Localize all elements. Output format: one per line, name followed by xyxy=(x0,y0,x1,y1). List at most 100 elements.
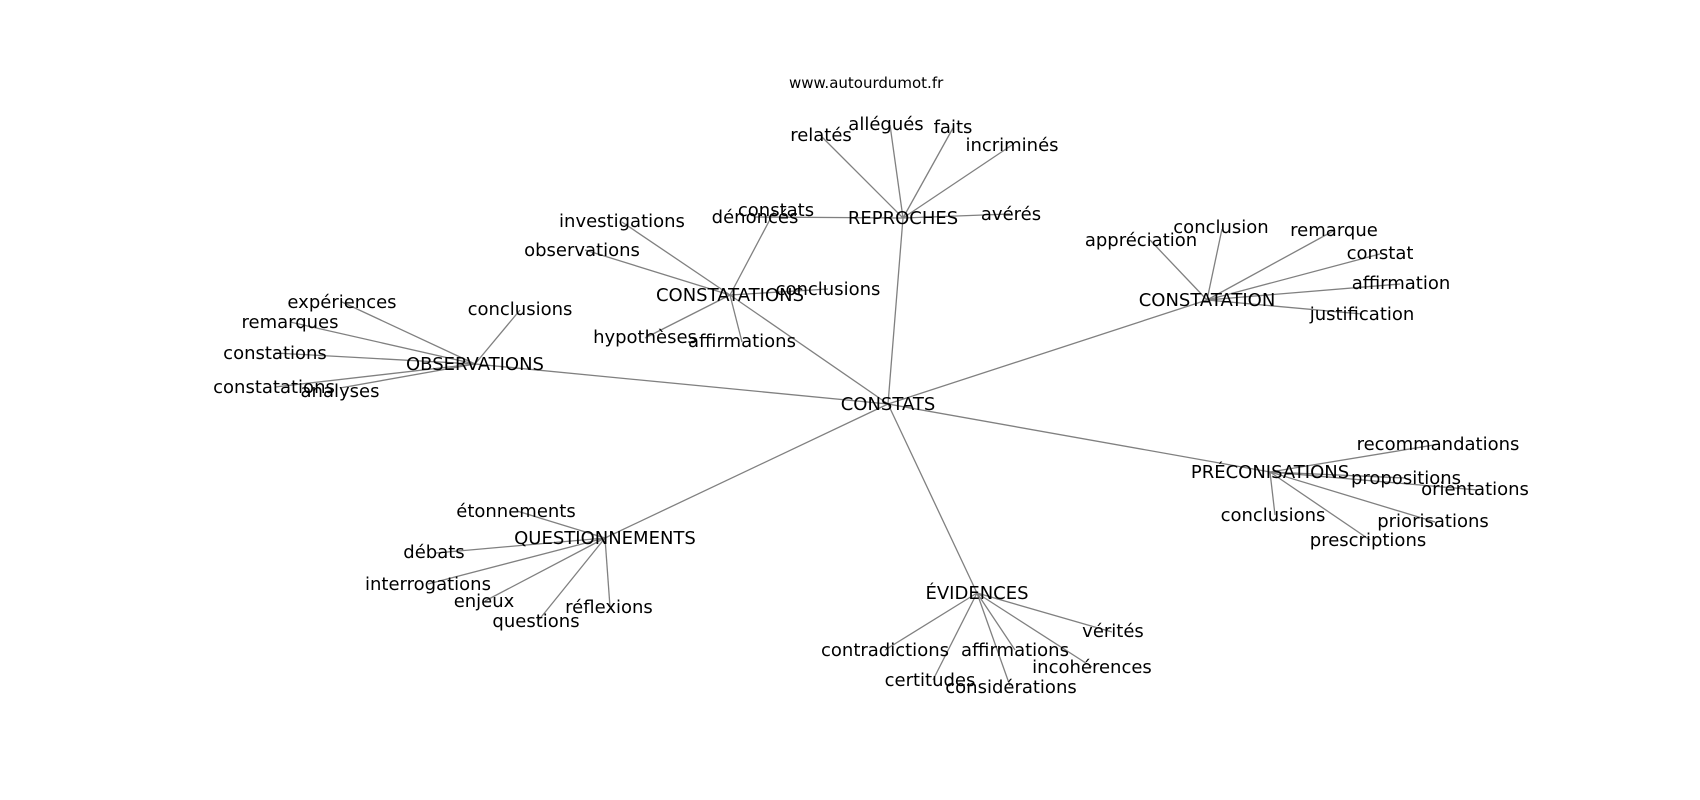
node-conclusions-preconisations: conclusions xyxy=(1221,505,1326,526)
edge-reproches-denonces xyxy=(754,216,904,219)
edge-questionnements-enjeux xyxy=(484,537,606,602)
edge-observations-experiences xyxy=(341,301,476,365)
node-conclusions-constatations: conclusions xyxy=(776,279,881,300)
edge-constats-preconisations xyxy=(887,403,1271,473)
node-contradictions: contradictions xyxy=(821,640,949,661)
node-evidences: ÉVIDENCES xyxy=(925,582,1028,604)
node-constats-leaf: constats xyxy=(738,200,814,221)
edge-evidences-affirmations xyxy=(976,592,1016,651)
node-reflexions: réflexions xyxy=(565,597,653,618)
node-justification: justification xyxy=(1309,304,1415,325)
edge-constats-evidences xyxy=(887,403,978,594)
node-analyses: analyses xyxy=(301,381,380,402)
node-etonnements: étonnements xyxy=(456,501,576,522)
node-recommandations: recommandations xyxy=(1357,434,1520,455)
edge-constats-reproches xyxy=(887,217,904,405)
node-affirmations-evidences: affirmations xyxy=(961,640,1069,661)
node-denonces: dénoncés xyxy=(712,207,799,228)
edge-constatations-constats xyxy=(729,209,776,296)
edge-reproches-allegues xyxy=(889,124,904,219)
node-appreciation: appréciation xyxy=(1085,230,1197,251)
edge-constats-constatations xyxy=(729,294,889,405)
node-incrimines: incriminés xyxy=(965,135,1058,156)
node-constatations: CONSTATATIONS xyxy=(656,285,804,306)
edge-constatation-appreciation xyxy=(1149,239,1208,301)
node-conclusions-observations: conclusions xyxy=(468,299,573,320)
node-considerations: considérations xyxy=(945,677,1076,698)
node-faits: faits xyxy=(934,117,973,138)
edge-questionnements-reflexions xyxy=(604,537,611,608)
edge-observations-remarques xyxy=(289,321,476,365)
node-hypotheses: hypothèses xyxy=(593,327,697,348)
node-remarques: remarques xyxy=(241,312,338,333)
node-priorisations: priorisations xyxy=(1377,511,1489,532)
node-preconisations: PRÉCONISATIONS xyxy=(1191,461,1349,483)
edge-observations-constations xyxy=(274,352,476,365)
node-questionnements: QUESTIONNEMENTS xyxy=(514,528,696,549)
node-enjeux: enjeux xyxy=(454,591,515,612)
edge-preconisations-priorisations xyxy=(1269,471,1436,523)
node-relates: relatés xyxy=(790,125,852,146)
edge-questionnements-debats xyxy=(435,537,606,554)
node-experiences: expériences xyxy=(287,292,396,313)
edge-evidences-certitudes xyxy=(932,592,978,681)
node-certitudes: certitudes xyxy=(885,670,976,691)
node-constations: constations xyxy=(223,343,327,364)
edge-constatation-conclusion xyxy=(1206,228,1223,301)
node-questions: questions xyxy=(492,611,579,632)
edge-reproches-faits xyxy=(902,127,954,219)
node-conclusion: conclusion xyxy=(1173,217,1268,238)
edge-observations-constatations xyxy=(274,363,476,388)
edge-constatation-justification xyxy=(1206,299,1363,315)
edge-constats-questionnements xyxy=(604,403,889,539)
edge-questionnements-etonnements xyxy=(516,510,606,539)
edge-constatations-conclusions xyxy=(729,288,829,296)
edge-constats-constatation xyxy=(887,299,1208,405)
graph-edges xyxy=(274,124,1479,687)
edge-observations-analyses xyxy=(339,363,476,389)
node-remarque: remarque xyxy=(1290,220,1378,241)
graph-labels: www.autourdumot.fr CONSTATS REPROCHES CO… xyxy=(213,74,1529,698)
edge-preconisations-prescriptions xyxy=(1269,471,1371,541)
node-incoherences: incohérences xyxy=(1032,657,1152,678)
edge-constats-observations xyxy=(474,363,889,405)
edge-preconisations-propositions xyxy=(1269,471,1406,479)
edge-evidences-incoherences xyxy=(976,592,1093,668)
edge-constatation-affirmation xyxy=(1206,283,1401,301)
node-constatations-leaf: constatations xyxy=(213,377,335,398)
node-observations-leaf: observations xyxy=(524,240,640,261)
node-affirmation: affirmation xyxy=(1352,273,1451,294)
node-affirmations-constatations: affirmations xyxy=(688,331,796,352)
edge-reproches-relates xyxy=(819,134,904,219)
node-constatation: CONSTATATION xyxy=(1139,290,1276,311)
edge-constatations-observations xyxy=(584,249,731,296)
edge-observations-conclusions xyxy=(474,309,521,365)
edge-reproches-averes xyxy=(902,213,1011,219)
node-orientations: orientations xyxy=(1421,479,1529,500)
node-verites: vérités xyxy=(1082,621,1144,642)
edge-evidences-verites xyxy=(976,592,1113,633)
node-averes: avérés xyxy=(981,204,1041,225)
edge-constatation-remarque xyxy=(1206,229,1336,301)
edge-preconisations-conclusions xyxy=(1269,471,1276,516)
edge-constatations-hypotheses xyxy=(644,294,731,339)
edge-reproches-incrimines xyxy=(902,144,1013,219)
node-debats: débats xyxy=(403,542,464,563)
edge-constatation-constat xyxy=(1206,253,1381,301)
node-investigations: investigations xyxy=(559,211,685,232)
edge-constatations-affirmations xyxy=(729,294,743,343)
edge-evidences-contradictions xyxy=(884,592,978,651)
edge-preconisations-recommandations xyxy=(1269,443,1441,473)
node-constats: CONSTATS xyxy=(841,394,936,415)
node-constat: constat xyxy=(1347,243,1414,264)
node-interrogations: interrogations xyxy=(365,574,491,595)
node-allegues: allégués xyxy=(848,114,923,135)
node-prescriptions: prescriptions xyxy=(1310,530,1426,551)
edge-questionnements-questions xyxy=(537,537,606,622)
node-reproches: REPROCHES xyxy=(848,208,958,229)
node-propositions: propositions xyxy=(1351,468,1461,489)
edge-evidences-considerations xyxy=(976,592,1011,687)
edge-preconisations-orientations xyxy=(1269,471,1479,491)
node-observations: OBSERVATIONS xyxy=(406,354,544,375)
